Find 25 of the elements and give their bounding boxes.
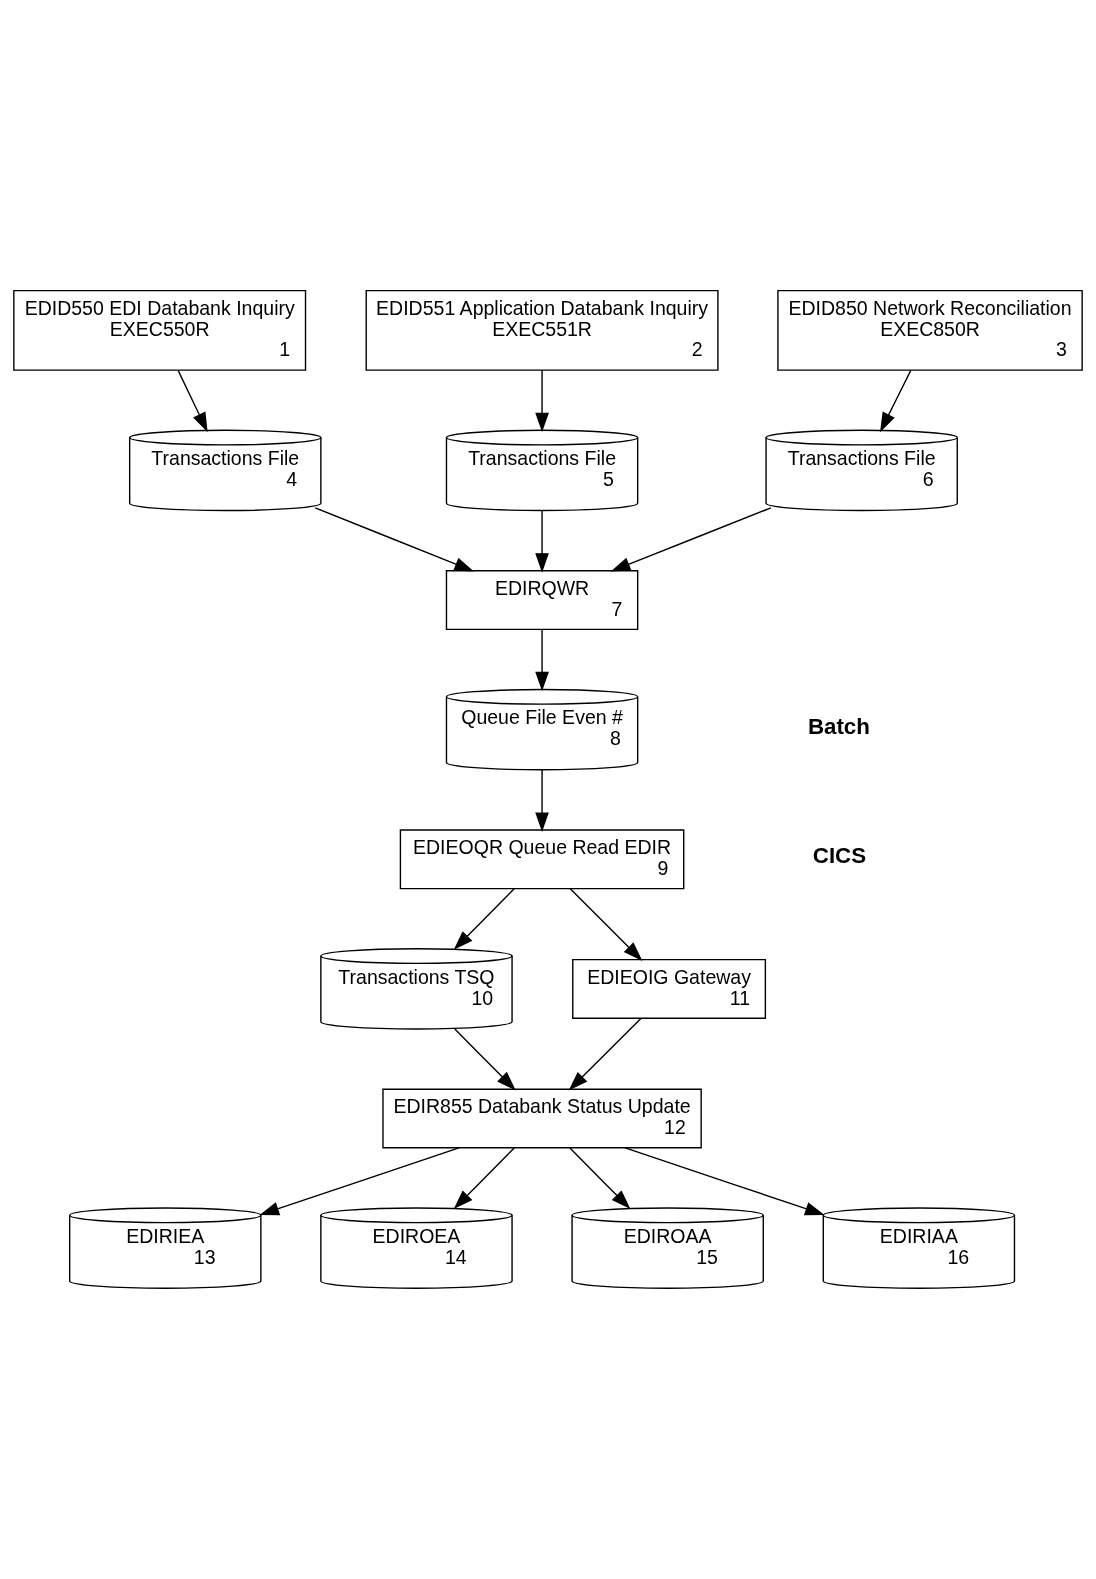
- arrow: [535, 509, 549, 573]
- arrow: [880, 369, 912, 433]
- node-box: EDID550 EDI Databank Inquiry EXEC550R 1: [13, 289, 307, 371]
- node-box: EDIR855 Databank Status Update 12: [382, 1088, 702, 1149]
- arrow: [535, 769, 549, 832]
- arrow: [535, 628, 549, 692]
- arrow: [569, 888, 643, 961]
- arrow: [535, 369, 549, 433]
- label: CICS: [812, 843, 867, 869]
- arrow: [453, 1147, 515, 1210]
- arrow: [454, 1028, 516, 1091]
- arrow: [177, 369, 208, 433]
- arrow: [624, 1147, 825, 1216]
- arrow: [259, 1147, 460, 1216]
- node-box: EDIEOQR Queue Read EDIR 9: [399, 829, 685, 890]
- arrow: [610, 507, 772, 572]
- arrow: [569, 1147, 631, 1210]
- node-box: EDIRQWR 7: [445, 570, 639, 631]
- arrow: [453, 888, 515, 950]
- node-box: EDID850 Network Reconciliation EXEC850R 3: [777, 289, 1083, 371]
- arrow: [568, 1017, 642, 1091]
- label: Batch: [807, 713, 870, 739]
- node-box: EDID551 Application Databank Inquiry EXEC551R 2: [365, 289, 719, 371]
- arrow: [314, 507, 474, 572]
- node-box: EDIEOIG Gateway 11: [572, 958, 767, 1019]
